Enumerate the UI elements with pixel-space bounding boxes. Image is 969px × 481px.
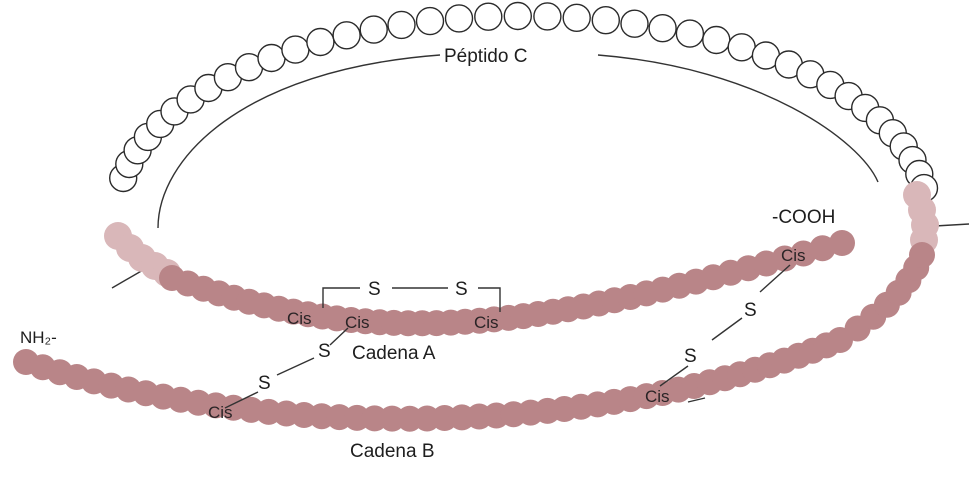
inter-right-bond-2 — [712, 318, 742, 340]
cis-a-3: Cis — [474, 313, 499, 332]
chain-b-label: Cadena B — [350, 441, 435, 462]
peptide-c-bead — [534, 3, 561, 30]
cis-b-left: Cis — [208, 403, 233, 422]
peptide-c-bead — [676, 20, 703, 47]
peptide-c-bead — [258, 45, 285, 72]
inter-right-s2: S — [684, 346, 697, 367]
peptide-c-bead — [282, 36, 309, 63]
inter-left-bond-2 — [277, 358, 314, 375]
cis-b-right: Cis — [645, 387, 670, 406]
peptide-c-bead — [728, 34, 755, 61]
peptide-c-bead — [621, 10, 648, 37]
inter-left-s2: S — [258, 373, 271, 394]
cis-a-2: Cis — [345, 313, 370, 332]
peptide-c-bead — [504, 3, 531, 30]
peptide-c-bead — [649, 15, 676, 42]
peptide-c-bead — [475, 3, 502, 30]
peptide-c-bead — [388, 11, 415, 38]
chain-a-label: Cadena A — [352, 343, 436, 364]
peptide-c-bead — [360, 16, 387, 43]
intra-a-s2: S — [455, 279, 468, 300]
peptide-c-bead — [446, 5, 473, 32]
right-tick-line — [935, 224, 969, 226]
peptide-c-bead — [703, 27, 730, 54]
chain-a-bead — [829, 230, 855, 256]
peptide-c-bead — [563, 4, 590, 31]
peptide-c-label: Péptido C — [444, 46, 527, 67]
nh2-label: NH₂- — [20, 328, 57, 347]
cooh-label: -COOH — [772, 207, 835, 228]
inter-left-s1: S — [318, 341, 331, 362]
peptide-c-beads — [110, 3, 938, 202]
cis-a-right: Cis — [781, 246, 806, 265]
intra-a-s1: S — [368, 279, 381, 300]
peptide-c-bead — [333, 22, 360, 49]
inter-right-s1: S — [744, 300, 757, 321]
peptide-c-bead — [417, 8, 444, 35]
chain-b-bead — [909, 242, 935, 268]
peptide-c-bead — [307, 29, 334, 56]
cis-a-1: Cis — [287, 309, 312, 328]
peptide-c-bead — [592, 7, 619, 34]
